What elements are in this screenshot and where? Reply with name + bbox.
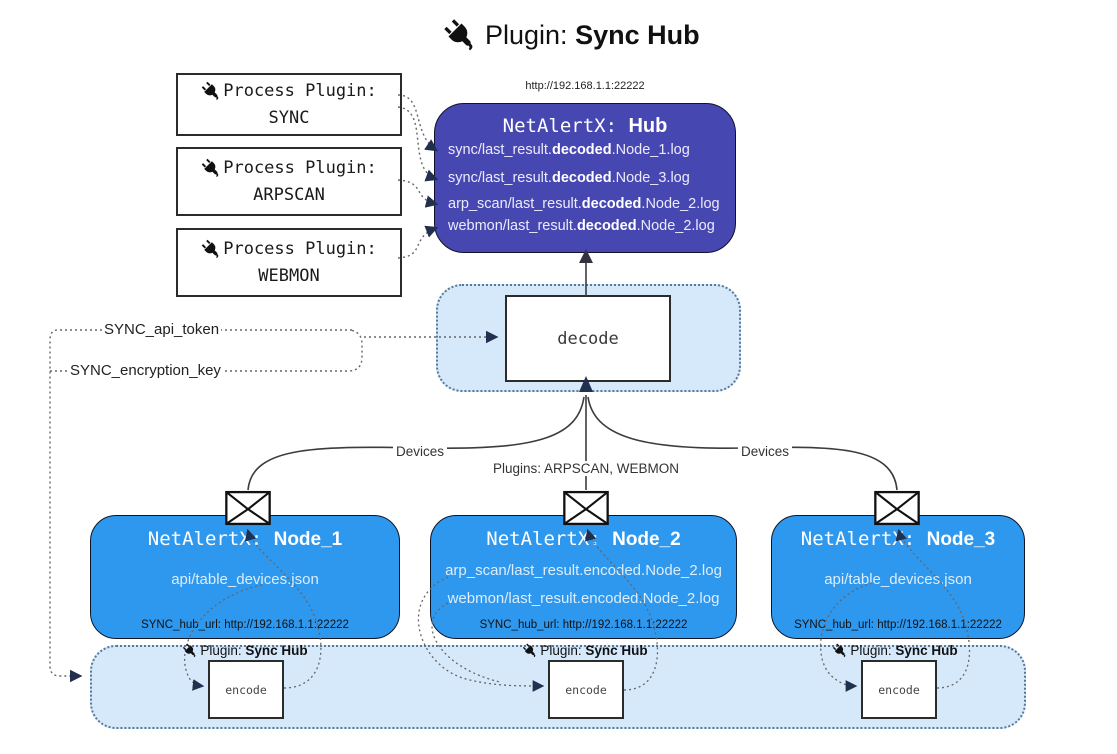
process-plugin-name: ARPSCAN: [253, 184, 325, 205]
decode-label: decode: [557, 328, 619, 349]
encode-plugin-label: Plugin: Sync Hub: [182, 643, 308, 658]
netalertx-node2-box: NetAlertX: Node_2 arp_scan/last_result.e…: [430, 515, 737, 639]
node-file: api/table_devices.json: [171, 571, 319, 588]
node-hub-url: SYNC_hub_url: http://192.168.1.1:22222: [794, 619, 1002, 631]
netalertx-hub-box: NetAlertX: Hub sync/last_result.decoded.…: [434, 103, 736, 253]
process-plugin-name: WEBMON: [258, 265, 320, 286]
plug-icon: [443, 18, 477, 52]
encode-label: encode: [878, 682, 920, 697]
hub-log-line: webmon/last_result.decoded.Node_2.log: [448, 218, 715, 234]
plug-icon: [201, 158, 221, 178]
node-file: webmon/last_result.encoded.Node_2.log: [447, 590, 720, 607]
devices-edge-label-right: Devices: [737, 444, 793, 459]
plug-icon: [522, 643, 537, 658]
envelope-icon: [874, 490, 920, 531]
node-hub-url: SYNC_hub_url: http://192.168.1.1:22222: [141, 619, 349, 631]
plug-icon: [832, 643, 847, 658]
plug-icon: [201, 81, 221, 101]
title-text: Plugin: Sync Hub: [485, 19, 700, 50]
sync-api-token-label: SYNC_api_token: [102, 321, 222, 338]
plug-icon: [182, 643, 197, 658]
process-plugin-name: SYNC: [268, 107, 310, 128]
encode-box: encode: [548, 660, 624, 719]
process-plugin-sync-box: Process Plugin: SYNC: [176, 73, 402, 136]
decode-box: decode: [505, 295, 671, 382]
node-hub-url: SYNC_hub_url: http://192.168.1.1:22222: [479, 619, 688, 631]
plug-icon: [201, 239, 221, 259]
node-title: NetAlertX: Node_2: [486, 528, 681, 550]
netalertx-node3-box: NetAlertX: Node_3 api/table_devices.json…: [771, 515, 1025, 639]
process-plugin-label: Process Plugin:: [223, 81, 377, 102]
node-title: NetAlertX: Node_1: [147, 528, 343, 550]
netalertx-node1-box: NetAlertX: Node_1 api/table_devices.json…: [90, 515, 400, 639]
page-title: Plugin: Sync Hub: [443, 18, 700, 52]
process-plugin-label: Process Plugin:: [223, 239, 377, 260]
node-file: api/table_devices.json: [824, 571, 972, 588]
encode-box: encode: [208, 660, 284, 719]
encode-label: encode: [225, 682, 267, 697]
process-plugin-label: Process Plugin:: [223, 158, 377, 179]
devices-edge-label-left: Devices: [392, 444, 448, 459]
sync-encryption-key-label: SYNC_encryption_key: [68, 362, 223, 379]
process-plugin-webmon-box: Process Plugin: WEBMON: [176, 228, 402, 297]
encode-box: encode: [861, 660, 937, 719]
envelope-icon: [225, 490, 271, 531]
process-plugin-arpscan-box: Process Plugin: ARPSCAN: [176, 147, 402, 216]
node-title: NetAlertX: Node_3: [800, 528, 996, 550]
hub-log-line: sync/last_result.decoded.Node_1.log: [448, 142, 690, 158]
hub-log-line: sync/last_result.decoded.Node_3.log: [448, 170, 690, 186]
hub-url-caption: http://192.168.1.1:22222: [525, 80, 645, 92]
node-file: arp_scan/last_result.encoded.Node_2.log: [445, 562, 722, 579]
envelope-icon: [563, 490, 609, 531]
hub-title: NetAlertX: Hub: [502, 115, 668, 137]
hub-log-line: arp_scan/last_result.decoded.Node_2.log: [448, 196, 720, 212]
encode-label: encode: [565, 682, 607, 697]
encode-plugin-label: Plugin: Sync Hub: [522, 643, 648, 658]
encode-plugin-label: Plugin: Sync Hub: [832, 643, 958, 658]
plugins-edge-label: Plugins: ARPSCAN, WEBMON: [489, 461, 683, 476]
